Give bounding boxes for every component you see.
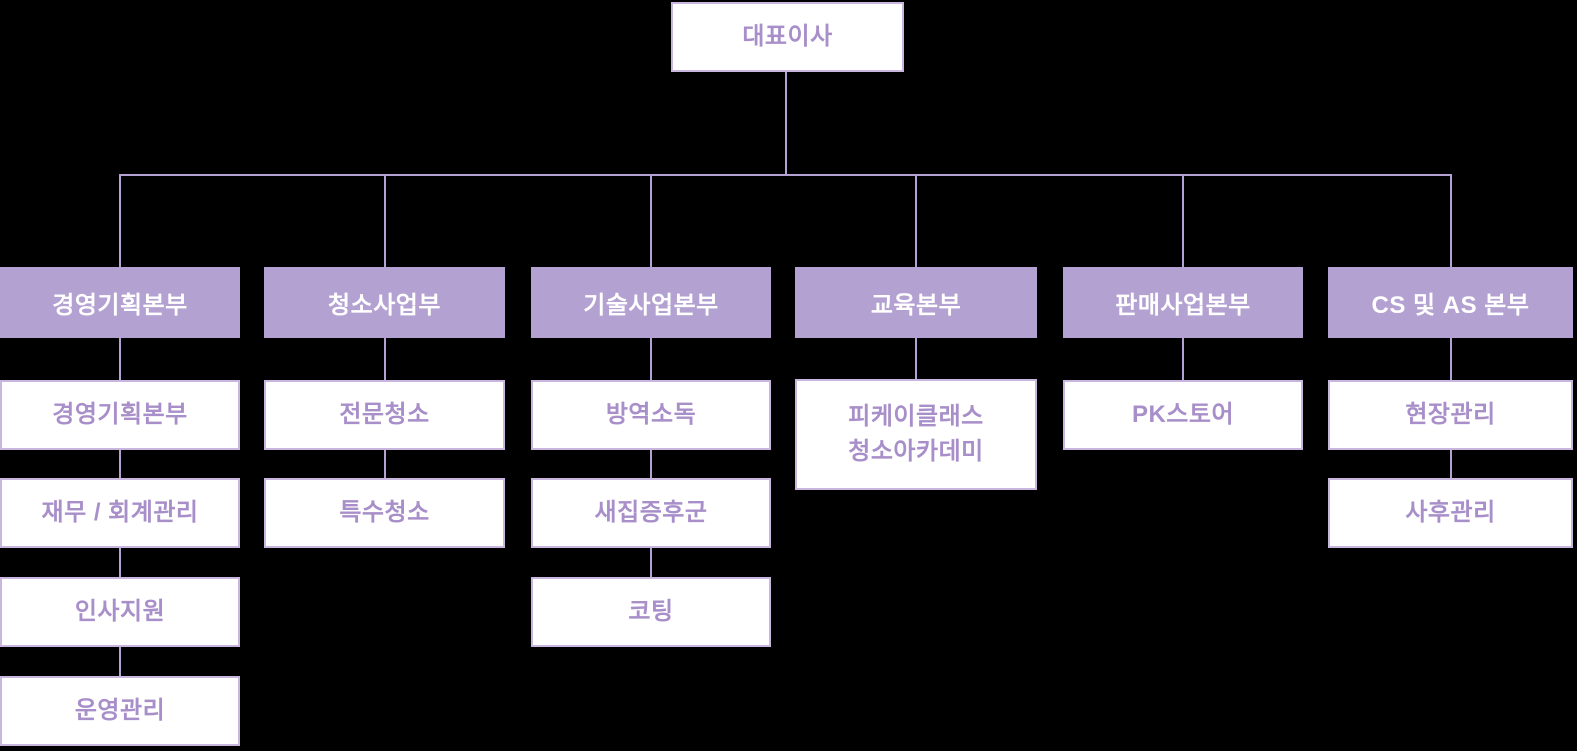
sub-node-label: 특수청소 [339,498,430,526]
connector-line [650,338,652,380]
dept-header-label: 기술사업본부 [583,292,719,319]
connector-line [915,338,917,380]
dept-header-label: 청소사업부 [328,292,441,319]
sub-node: 현장관리 [1328,380,1573,450]
connector-line [650,548,652,577]
dept-header-education: 교육본부 [795,267,1037,338]
connector-line [650,174,652,267]
sub-node-label: 방역소독 [605,400,697,428]
sub-node-label: PK스토어 [1131,400,1235,428]
connector-line [785,71,787,175]
sub-node-label: 코팅 [628,597,674,625]
connector-line [119,338,121,380]
dept-header-label: 경영기획본부 [52,292,188,319]
dept-header-label: 판매사업본부 [1115,292,1251,319]
dept-header-cleaning-business: 청소사업부 [264,267,505,338]
dept-header-sales-business: 판매사업본부 [1063,267,1303,338]
sub-node-label: 현장관리 [1405,400,1496,428]
dept-header-label: CS 및 AS 본부 [1371,292,1530,319]
connector-line [1450,338,1452,380]
connector-line [1450,450,1452,478]
sub-node: 방역소독 [531,380,771,450]
sub-node: 경영기획본부 [0,380,240,450]
dept-header-cs-as: CS 및 AS 본부 [1328,267,1573,338]
root-node: 대표이사 [671,2,904,72]
sub-node: 피케이클래스 청소아카데미 [795,379,1037,490]
sub-node: 새집증후군 [531,478,771,548]
connector-line [119,174,121,267]
sub-node: 인사지원 [0,577,240,647]
sub-node: 코팅 [531,577,771,647]
sub-node-label: 재무 / 회계관리 [41,498,199,526]
sub-node: 전문청소 [264,380,505,450]
connector-line [1182,174,1184,267]
connector-line [384,450,386,478]
sub-node-label: 전문청소 [339,400,430,428]
root-node-label: 대표이사 [742,22,833,50]
dept-header-label: 교육본부 [870,292,962,319]
connector-line [119,450,121,478]
connector-line [119,548,121,577]
sub-node-label: 인사지원 [74,597,166,625]
connector-line [915,174,917,267]
dept-header-management-planning: 경영기획본부 [0,267,240,338]
sub-node-label: 운영관리 [74,696,166,724]
dept-header-technical-business: 기술사업본부 [531,267,771,338]
sub-node: PK스토어 [1063,380,1303,450]
sub-node-label: 경영기획본부 [52,400,188,428]
connector-line [650,450,652,478]
connector-line [384,174,386,267]
connector-line [119,647,121,676]
sub-node: 운영관리 [0,676,240,746]
connector-line [384,338,386,380]
sub-node-label: 피케이클래스 청소아카데미 [848,402,984,465]
sub-node-label: 새집증후군 [594,498,708,526]
connector-line [1182,338,1184,380]
sub-node-label: 사후관리 [1405,498,1496,526]
sub-node: 사후관리 [1328,478,1573,548]
sub-node: 재무 / 회계관리 [0,478,240,548]
sub-node: 특수청소 [264,478,505,548]
connector-line [1450,174,1452,267]
connector-line [119,174,1452,176]
